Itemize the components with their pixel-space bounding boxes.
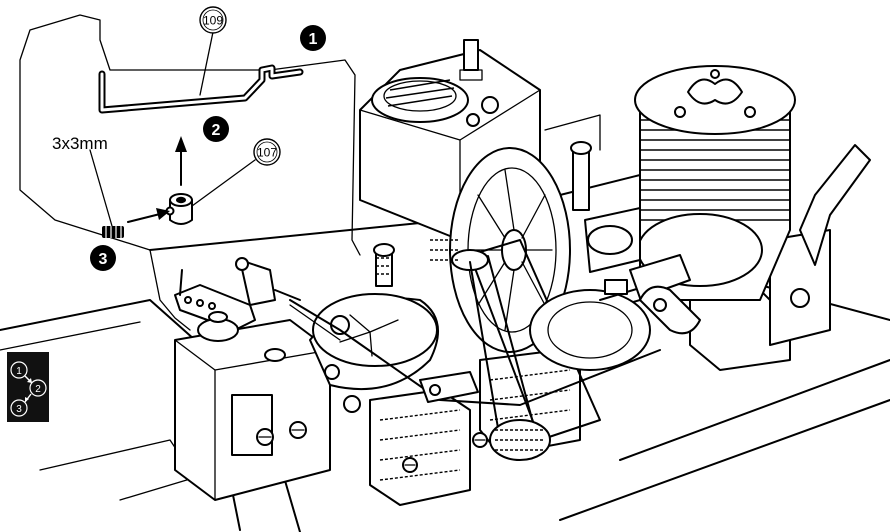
part-label-109: 109 — [199, 6, 227, 34]
cover-outline-lower — [149, 249, 191, 331]
step-marker-2: 2 — [203, 116, 229, 142]
collar-part — [165, 193, 193, 225]
part-number-107: 107 — [257, 146, 277, 160]
step-marker-1: 1 — [300, 25, 326, 51]
base-screws — [256, 421, 488, 473]
screw-size-label: 3x3mm — [52, 134, 108, 153]
step3-insert-arrow — [127, 208, 170, 223]
part-label-107: 107 — [253, 138, 281, 166]
lower-gear-stack — [369, 349, 581, 506]
sequence-step-3: 3 — [16, 404, 22, 415]
leader-107 — [191, 159, 256, 207]
leader-109 — [199, 31, 214, 96]
flywheel-pulley — [449, 147, 651, 441]
frame-block-left — [174, 319, 331, 501]
sequence-badge: 1 2 3 — [7, 352, 49, 422]
set-screw — [102, 226, 124, 238]
cover-outline — [19, 14, 361, 256]
part-number-109: 109 — [203, 14, 223, 28]
step-number-3: 3 — [99, 251, 108, 268]
belt-drive — [373, 239, 551, 461]
step-number-2: 2 — [212, 122, 221, 139]
cam-disc-linkage — [289, 254, 701, 413]
leader-screw — [89, 149, 113, 227]
bell-crank — [174, 257, 301, 342]
step-marker-3: 3 — [90, 245, 116, 271]
sequence-step-2: 2 — [35, 384, 41, 395]
wire-rod-part — [98, 64, 304, 114]
sequence-step-1: 1 — [16, 366, 22, 377]
step-number-1: 1 — [309, 31, 318, 48]
step2-up-arrow — [175, 136, 187, 186]
